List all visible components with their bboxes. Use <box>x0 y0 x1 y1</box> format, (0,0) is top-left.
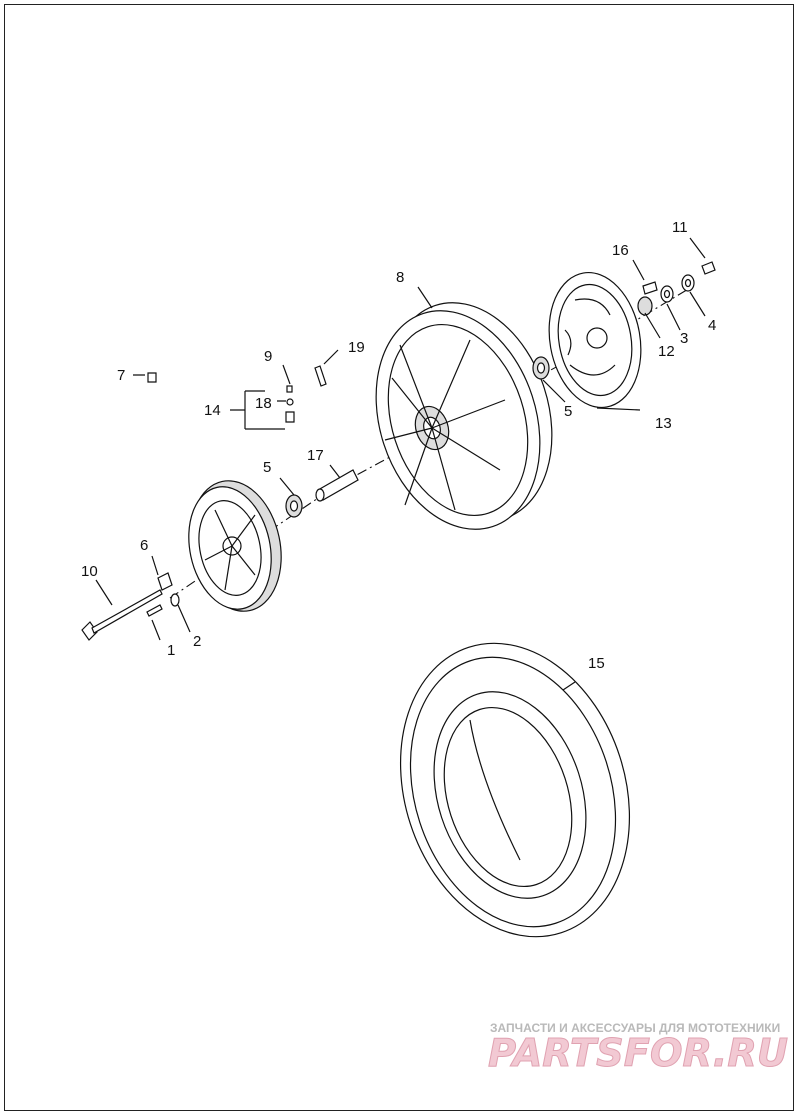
callout-6: 6 <box>140 537 148 554</box>
wheel-rim-part <box>375 302 553 530</box>
diagram-frame <box>4 4 794 1111</box>
brake-disc-part <box>548 271 642 409</box>
callout-5-right: 5 <box>564 403 572 420</box>
callout-10: 10 <box>81 563 98 580</box>
callout-7: 7 <box>117 367 125 384</box>
valve-parts-14 <box>285 385 295 423</box>
spacer-12 <box>637 296 653 316</box>
callout-8: 8 <box>396 269 404 286</box>
screw-1 <box>146 604 163 617</box>
callout-18: 18 <box>255 395 272 412</box>
callout-14: 14 <box>204 402 221 419</box>
nut-4 <box>681 274 695 292</box>
watermark-brand: PARTSFOR.RU <box>488 1031 788 1075</box>
washer-3 <box>660 285 674 303</box>
callout-1: 1 <box>167 642 175 659</box>
bearing-left <box>285 494 303 518</box>
callout-13: 13 <box>655 415 672 432</box>
callout-16: 16 <box>612 242 629 259</box>
spacer-6 <box>157 572 173 591</box>
valve-7 <box>147 372 157 383</box>
clip-11 <box>701 261 716 275</box>
watermark-tagline: ЗАПЧАСТИ И АКСЕССУАРЫ ДЛЯ МОТОТЕХНИКИ <box>490 1021 780 1035</box>
callout-19: 19 <box>348 339 365 356</box>
bearing-right <box>532 356 550 380</box>
washer-2 <box>170 593 180 607</box>
callout-15: 15 <box>588 655 605 672</box>
callout-9: 9 <box>264 348 272 365</box>
clip-19 <box>314 365 327 387</box>
bolt-10 <box>81 589 163 641</box>
callout-17: 17 <box>307 447 324 464</box>
callout-3: 3 <box>680 330 688 347</box>
callout-2: 2 <box>193 633 201 650</box>
leader-lines <box>95 237 706 691</box>
callout-5-left: 5 <box>263 459 271 476</box>
axle-spacer-17 <box>315 469 359 502</box>
pulley-part <box>188 480 282 612</box>
disc-bolt-16 <box>642 281 658 295</box>
callout-12: 12 <box>658 343 675 360</box>
callout-11: 11 <box>672 219 688 236</box>
callout-4: 4 <box>708 317 716 334</box>
tire-part <box>399 642 631 938</box>
